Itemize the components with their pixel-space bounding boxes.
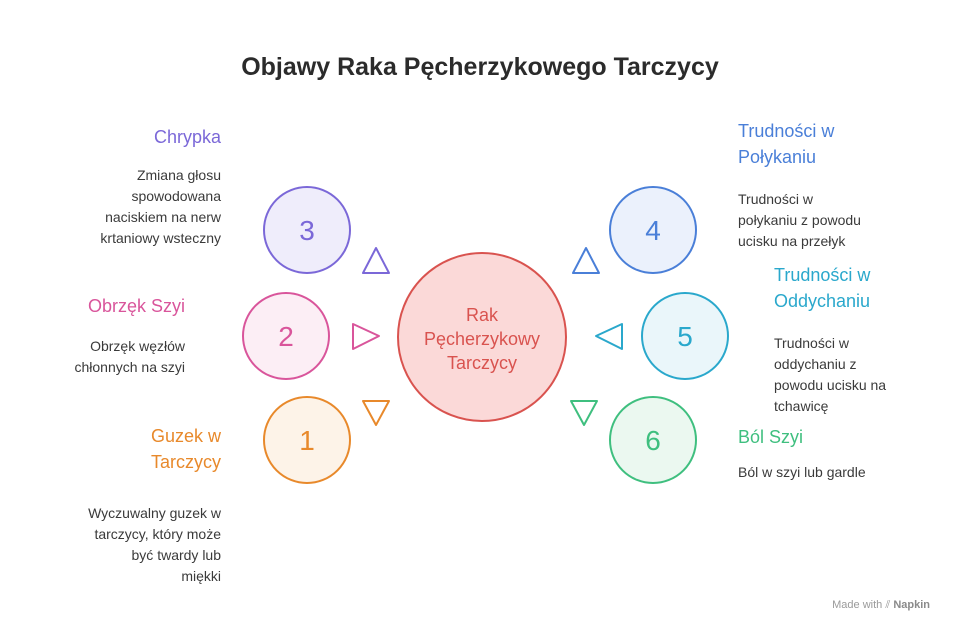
arrow-triangle-icon <box>352 323 380 350</box>
arrow-triangle-icon <box>362 400 390 426</box>
page-title: Objawy Raka Pęcherzykowego Tarczycy <box>241 53 719 81</box>
node-circle-6 <box>609 396 697 484</box>
symptom-heading-2: Obrzęk Szyi <box>87 296 185 316</box>
node-number-2: 2 <box>278 321 294 352</box>
symptom-heading-6: Ból Szyi <box>738 427 804 447</box>
node-number-6: 6 <box>645 425 661 456</box>
node-number-1: 1 <box>299 425 315 456</box>
node-number-5: 5 <box>677 321 693 352</box>
napkin-logo-icon: ⫽ <box>885 599 891 611</box>
node-circle-1 <box>263 396 351 484</box>
footer-made-with: Made with <box>832 599 883 611</box>
center-label-line: Pęcherzykowy <box>424 329 540 349</box>
center-label-line: Tarczycy <box>447 353 517 373</box>
center-circle <box>397 252 567 422</box>
arrow-triangle-icon <box>570 400 598 426</box>
node-circle-3 <box>263 186 351 274</box>
center-label-line: Rak <box>466 305 499 325</box>
footer-brand: Napkin <box>893 599 930 611</box>
arrow-triangle-icon <box>595 323 623 350</box>
arrow-triangle-icon <box>572 247 600 274</box>
symptom-heading-3: Chrypka <box>153 127 221 147</box>
footer: Made with ⫽ Napkin <box>832 599 930 612</box>
node-circle-4 <box>609 186 697 274</box>
symptom-description-6: Ból w szyi lub gardle <box>738 464 866 480</box>
node-number-4: 4 <box>645 215 661 246</box>
node-circle-5 <box>641 292 729 380</box>
node-number-3: 3 <box>299 215 315 246</box>
arrow-triangle-icon <box>362 247 390 274</box>
node-circle-2 <box>242 292 330 380</box>
